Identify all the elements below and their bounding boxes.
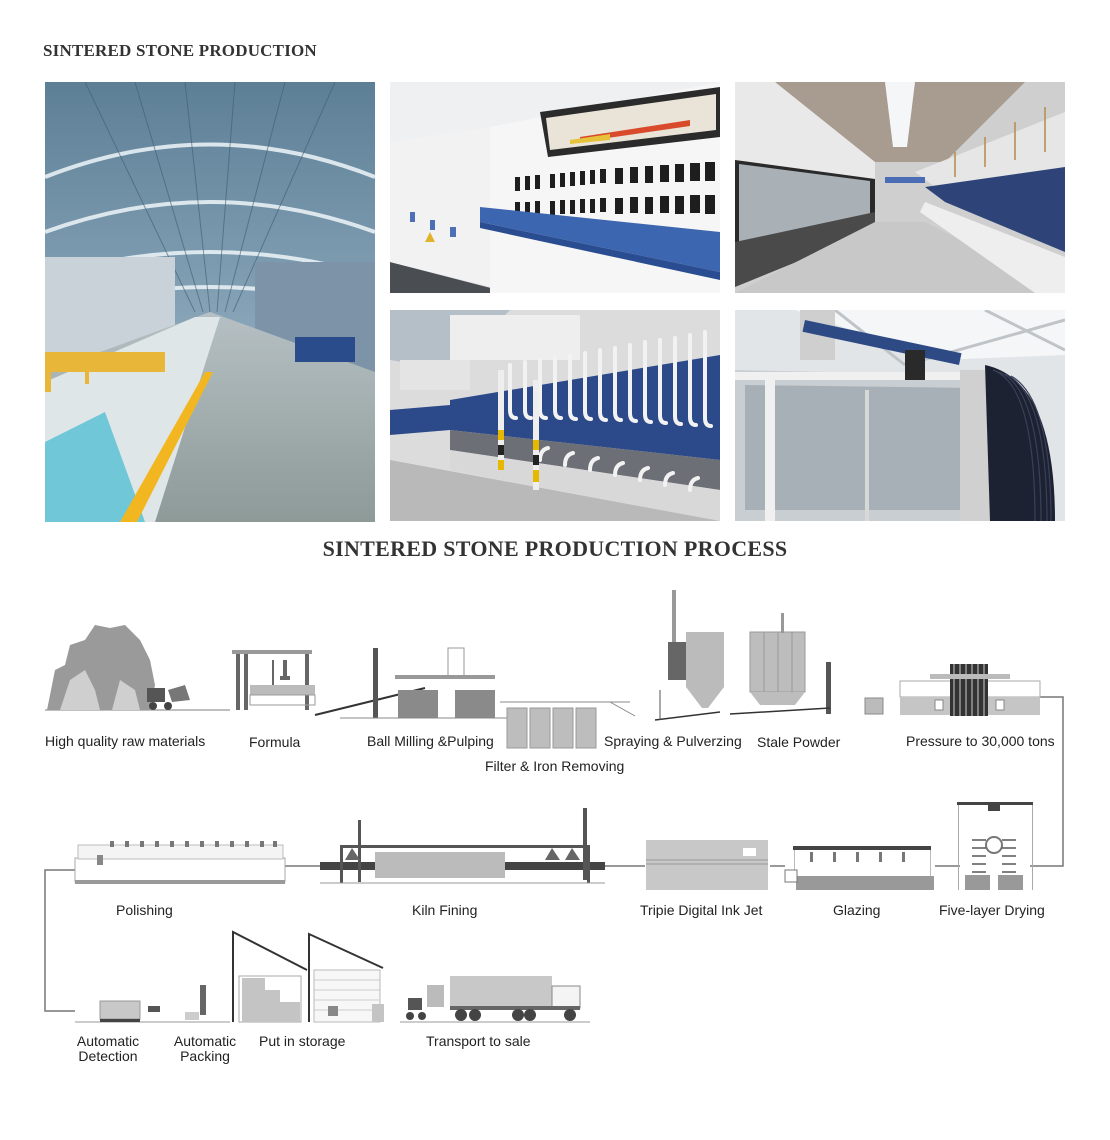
detection-packing-illustration: [75, 985, 230, 1023]
photo-kiln-control-panel: [390, 82, 720, 293]
step-stale-powder-label: Stale Powder: [757, 734, 841, 750]
step-pressure-label: Pressure to 30,000 tons: [906, 733, 1055, 749]
page-title: SINTERED STONE PRODUCTION: [43, 41, 317, 60]
ball-milling-illustration: [314, 647, 520, 719]
photo-production-corridor: [735, 82, 1065, 293]
filter-iron-removing-illustration: [500, 701, 636, 749]
drying-illustration: [957, 802, 1033, 890]
raw-materials-illustration: [47, 625, 190, 710]
photo-kiln-burner-pipes: [390, 310, 720, 521]
step-polishing-label: Polishing: [116, 902, 173, 918]
formula-illustration: [232, 650, 316, 710]
kiln-illustration: [320, 808, 605, 884]
polishing-illustration: [74, 841, 286, 884]
press-illustration: [899, 664, 1041, 716]
process-flow-diagram: [44, 590, 1064, 1023]
step-filter-iron-label: Filter & Iron Removing: [485, 758, 625, 774]
step-kiln-label: Kiln Fining: [412, 902, 478, 918]
step-raw-materials-label: High quality raw materials: [45, 733, 206, 749]
ink-jet-illustration: [646, 840, 768, 890]
step-spraying-label: Spraying & Pulverzing: [604, 733, 742, 749]
glazing-illustration: [784, 846, 934, 890]
step-storage-label: Put in storage: [259, 1033, 346, 1049]
process-title: SINTERED STONE PRODUCTION PROCESS: [322, 536, 788, 561]
step-glazing-label: Glazing: [833, 902, 881, 918]
step-drying-label: Five-layer Drying: [939, 902, 1045, 918]
step-transport-label: Transport to sale: [426, 1033, 531, 1049]
spraying-illustration: [654, 590, 724, 721]
stale-powder-illustration: [729, 613, 884, 715]
step-ink-jet-label: Tripie Digital Ink Jet: [640, 902, 763, 918]
step-packing-label: Automatic Packing: [173, 1033, 237, 1064]
step-ball-milling-label: Ball Milling &Pulping: [367, 733, 494, 749]
photo-factory-hall: [45, 82, 375, 522]
storage-illustration: [232, 930, 384, 1023]
step-detection-label: Automatic Detection: [76, 1033, 140, 1064]
transport-illustration: [400, 976, 590, 1023]
photo-press-machine: [735, 310, 1065, 521]
step-formula-label: Formula: [249, 734, 301, 750]
